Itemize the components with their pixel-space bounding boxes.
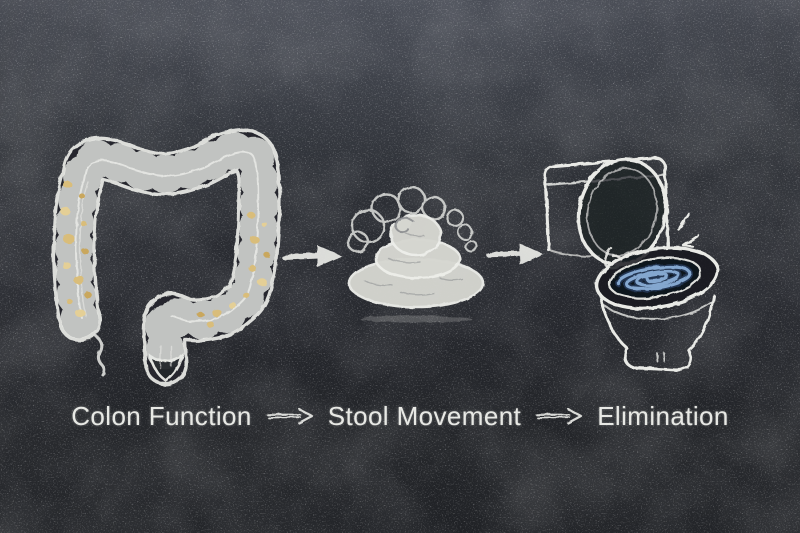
label-arrow-1-icon <box>265 407 313 425</box>
toilet-illustration <box>543 156 720 372</box>
flush-swirl <box>615 263 693 293</box>
flow-arrow-1-icon <box>281 245 342 267</box>
odor-cloud <box>346 185 478 254</box>
label-row: Colon Function Stool Movement Eliminatio… <box>0 396 800 436</box>
stool-illustration <box>346 185 485 323</box>
appendix <box>94 334 107 377</box>
emphasis-marks <box>677 212 700 248</box>
label-colon-function: Colon Function <box>71 400 252 431</box>
stool-contents-dots <box>60 181 271 327</box>
stool-pile <box>347 213 485 309</box>
large-intestine-outline <box>52 128 282 386</box>
colon-illustration <box>52 128 282 386</box>
flow-arrow-2-icon <box>486 243 543 265</box>
ground-shadow <box>360 315 472 323</box>
label-arrow-2-icon <box>535 407 583 425</box>
toilet-bowl <box>594 246 720 372</box>
label-elimination: Elimination <box>597 400 729 431</box>
label-stool-movement: Stool Movement <box>327 400 522 431</box>
rectum <box>148 345 184 383</box>
stool-curl-tip <box>394 216 415 233</box>
